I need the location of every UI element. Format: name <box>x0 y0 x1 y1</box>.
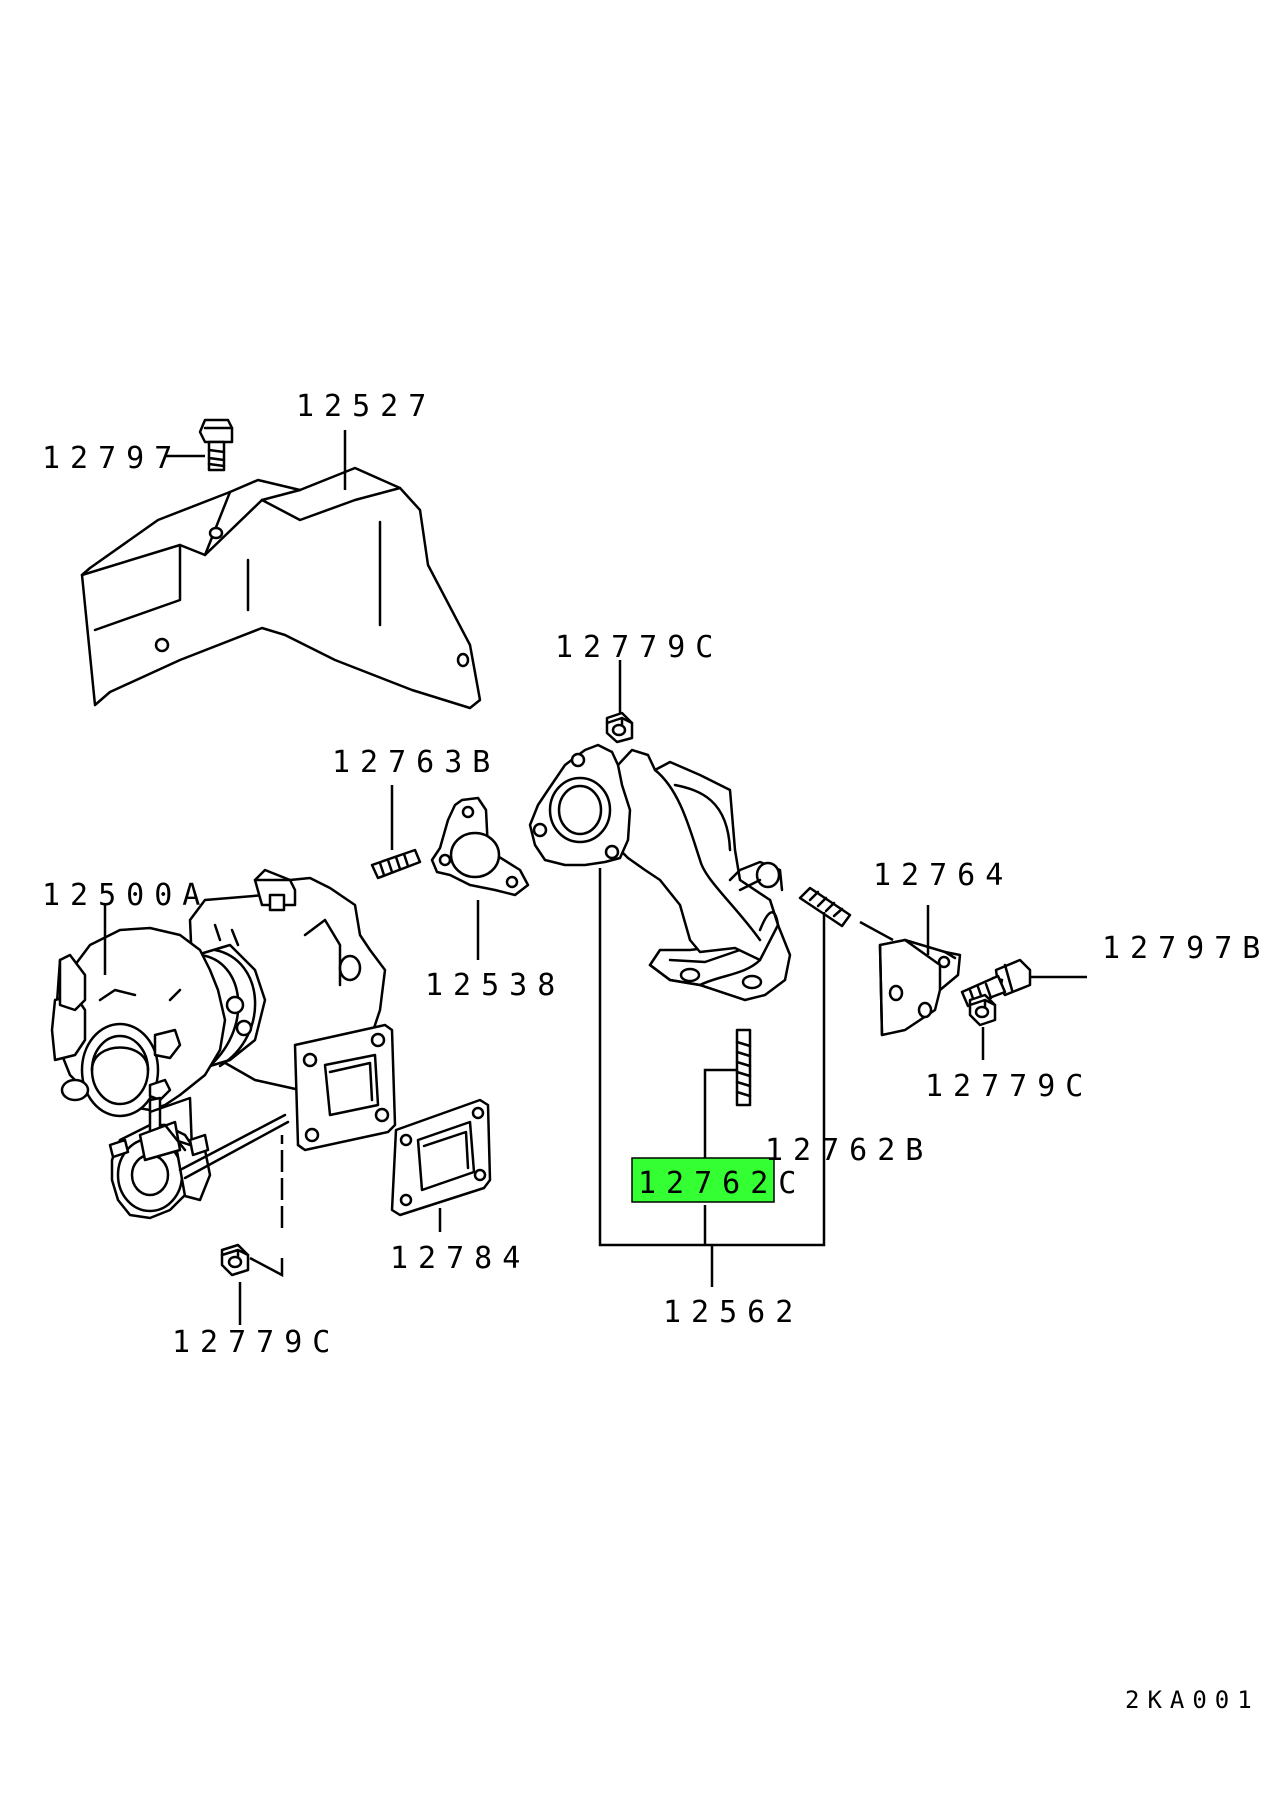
exhaust-elbow-part[interactable] <box>528 743 792 1002</box>
nut-top-part[interactable] <box>605 711 634 744</box>
callout-12562[interactable]: 12562 <box>663 1295 803 1330</box>
callout-12538[interactable]: 12538 <box>425 968 565 1003</box>
callout-12762c[interactable]: 12762C <box>638 1166 806 1201</box>
highlight-box <box>631 1157 775 1203</box>
nut-bottom-part[interactable] <box>220 1243 250 1277</box>
callout-12779c-right[interactable]: 12779C <box>925 1069 1093 1104</box>
bracket-part[interactable] <box>878 938 962 1037</box>
callout-12500a[interactable]: 12500A <box>42 878 210 913</box>
shield-bolt-part[interactable] <box>198 418 234 472</box>
callout-12784[interactable]: 12784 <box>390 1241 530 1276</box>
diagram-code: 2KA001 <box>1125 1686 1260 1714</box>
callout-12762b[interactable]: 12762B <box>765 1133 933 1168</box>
callout-12779c-top[interactable]: 12779C <box>555 630 723 665</box>
stud-right-part[interactable] <box>798 886 852 928</box>
turbocharger-part[interactable] <box>50 868 397 1220</box>
callout-12764[interactable]: 12764 <box>873 858 1013 893</box>
callout-12797[interactable]: 12797 <box>42 441 182 476</box>
callout-12763b[interactable]: 12763B <box>332 745 500 780</box>
callout-12779c-bottom[interactable]: 12779C <box>172 1325 340 1360</box>
nut-right-part[interactable] <box>968 993 997 1027</box>
callout-12797b[interactable]: 12797B <box>1102 931 1270 966</box>
stud-left-part[interactable] <box>370 848 422 880</box>
gasket-square-part[interactable] <box>390 1098 492 1217</box>
gasket-round-part[interactable] <box>430 796 530 897</box>
heat-shield-part[interactable] <box>80 466 482 710</box>
stud-highlighted-part[interactable] <box>735 1028 752 1107</box>
callout-12527[interactable]: 12527 <box>296 389 436 424</box>
